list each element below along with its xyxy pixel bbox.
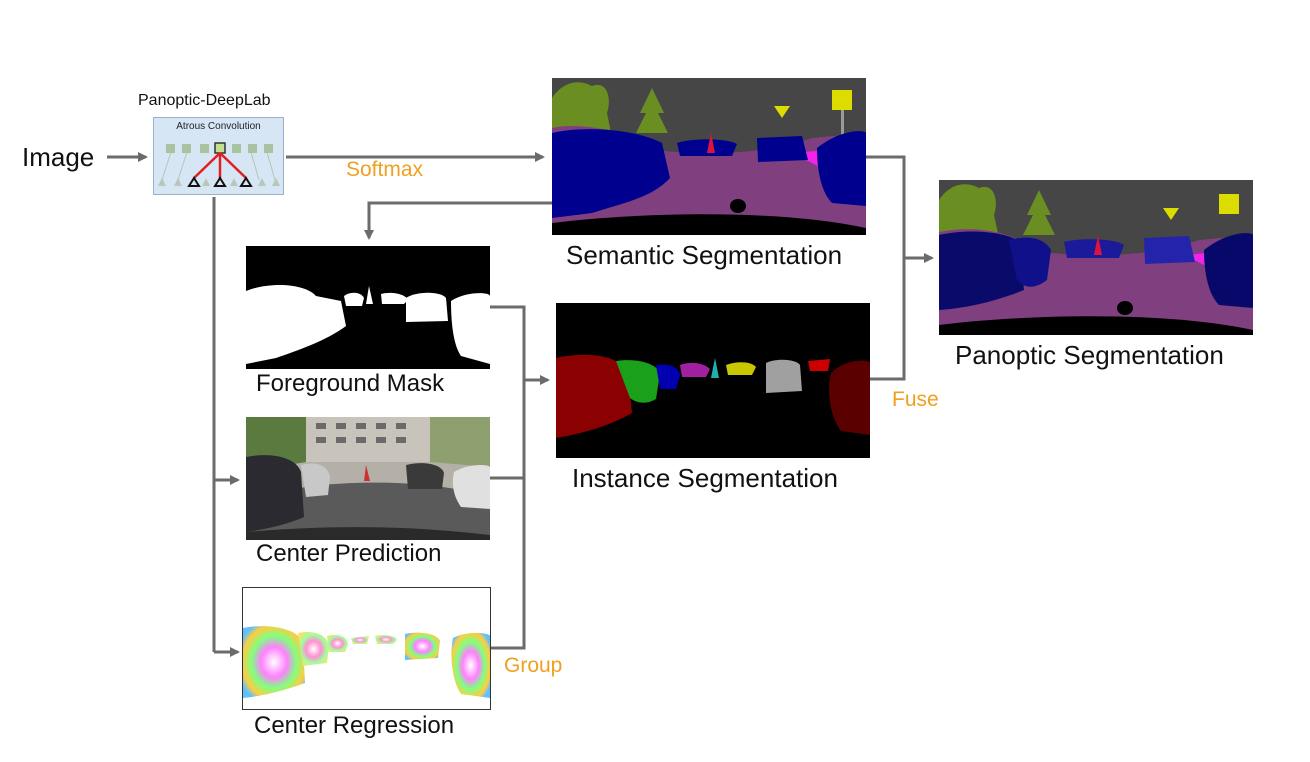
instance-segmentation-image (556, 303, 870, 458)
foreground-mask-label: Foreground Mask (256, 370, 445, 397)
input-image-label: Image (22, 142, 95, 172)
atrous-convolution-label: Atrous Convolution (176, 121, 261, 132)
panoptic-segmentation-image (939, 180, 1253, 335)
semantic-segmentation-image (552, 78, 866, 235)
semantic-segmentation-label: Semantic Segmentation (566, 240, 843, 270)
center-regression-label: Center Regression (254, 712, 455, 739)
center-prediction-label: Center Prediction (256, 540, 442, 567)
atrous-convolution-block: Atrous Convolution (153, 117, 284, 195)
foreground-mask-image (246, 246, 490, 369)
arrow-semantic-to-foreground (364, 201, 552, 240)
center-prediction-image (246, 417, 490, 540)
edge-label-fuse: Fuse (892, 388, 939, 411)
atrous-kernel-icon (158, 142, 280, 187)
model-title: Panoptic-DeepLab (138, 92, 271, 109)
center-regression-image (242, 587, 491, 710)
panoptic-segmentation-label: Panoptic Segmentation (955, 340, 1224, 370)
edge-label-group: Group (504, 654, 563, 677)
connector-semantic-out (866, 155, 906, 381)
edge-label-softmax: Softmax (346, 158, 424, 181)
instance-segmentation-label: Instance Segmentation (572, 463, 838, 493)
